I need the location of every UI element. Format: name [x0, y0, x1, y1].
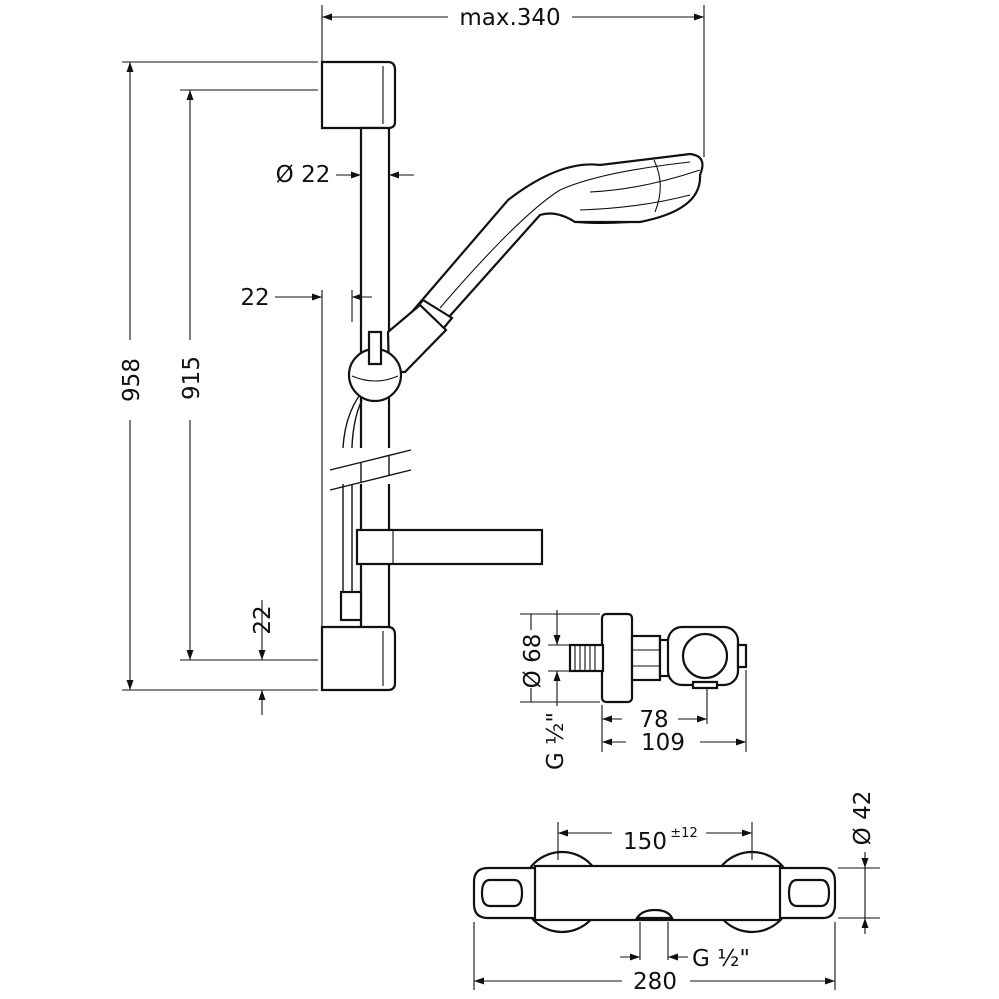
dim-total-length: 280	[633, 969, 677, 995]
rail-dimensions: max.340 958 915 Ø 22 22 22	[119, 5, 705, 715]
dim-valve-diameter: Ø 68	[520, 634, 546, 689]
dim-rail-height: 915	[179, 356, 205, 400]
hand-shower	[386, 152, 704, 374]
soap-dish	[355, 528, 544, 566]
shower-rail-assembly	[320, 60, 704, 692]
dim-max-width: max.340	[459, 5, 560, 31]
bottom-wall-bracket	[320, 625, 397, 692]
thermostat-side-dimensions: Ø 68 G ½" 78 109	[520, 610, 747, 770]
dim-total-height: 958	[119, 358, 145, 402]
dim-bottom-offset: 22	[250, 605, 276, 634]
dim-outlet-thread: G ½"	[692, 946, 750, 972]
thermostat-front-view	[472, 850, 837, 934]
dim-thread-side: G ½"	[543, 712, 569, 770]
thermostat-side-view	[568, 612, 748, 704]
thermostat-front-dimensions: 150 ±12 Ø 42 G ½" 280	[473, 791, 880, 995]
hose-connector	[339, 590, 363, 622]
dim-body-diameter: Ø 42	[850, 791, 876, 846]
dim-rail-diameter: Ø 22	[276, 162, 331, 188]
rail-break-marks	[329, 448, 412, 491]
top-wall-bracket	[320, 60, 397, 130]
dim-centers-tolerance: ±12	[670, 826, 697, 841]
dim-wall-offset: 22	[240, 285, 269, 311]
dim-depth-78: 78	[639, 707, 668, 733]
dim-depth-109: 109	[641, 730, 685, 756]
dim-centers: 150	[623, 829, 667, 855]
